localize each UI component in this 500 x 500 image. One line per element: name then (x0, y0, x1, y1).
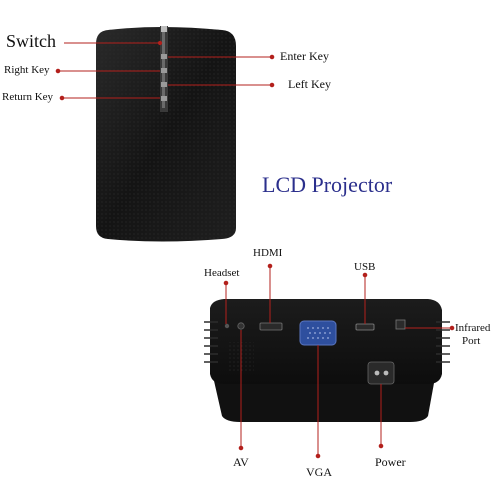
top-leader-lines (55, 40, 275, 101)
label-infrared: Infrared (455, 322, 491, 334)
label-switch: Switch (6, 31, 57, 51)
return-key[interactable] (161, 96, 167, 101)
label-return-key: Return Key (2, 91, 54, 103)
enter-key[interactable] (161, 54, 167, 59)
av-port (237, 322, 245, 330)
label-av: AV (233, 455, 249, 469)
infrared-port (395, 319, 406, 330)
usb-port (355, 323, 375, 331)
label-hdmi: HDMI (253, 247, 283, 259)
label-usb: USB (354, 261, 376, 273)
label-port: Port (462, 335, 481, 347)
label-vga: VGA (306, 465, 332, 479)
headset-port (224, 323, 230, 329)
label-enter-key: Enter Key (280, 49, 329, 63)
projector-top-view (96, 26, 236, 242)
page-title: LCD Projector (262, 172, 393, 197)
label-power: Power (375, 455, 406, 469)
label-headset: Headset (204, 267, 240, 279)
label-left-key: Left Key (288, 77, 331, 91)
right-key[interactable] (161, 68, 167, 73)
power-socket (367, 361, 395, 385)
bottom-leader-lines (223, 263, 455, 459)
label-right-key: Right Key (4, 64, 50, 76)
left-key[interactable] (161, 82, 167, 87)
switch-key[interactable] (161, 26, 167, 32)
hdmi-port (259, 322, 283, 331)
